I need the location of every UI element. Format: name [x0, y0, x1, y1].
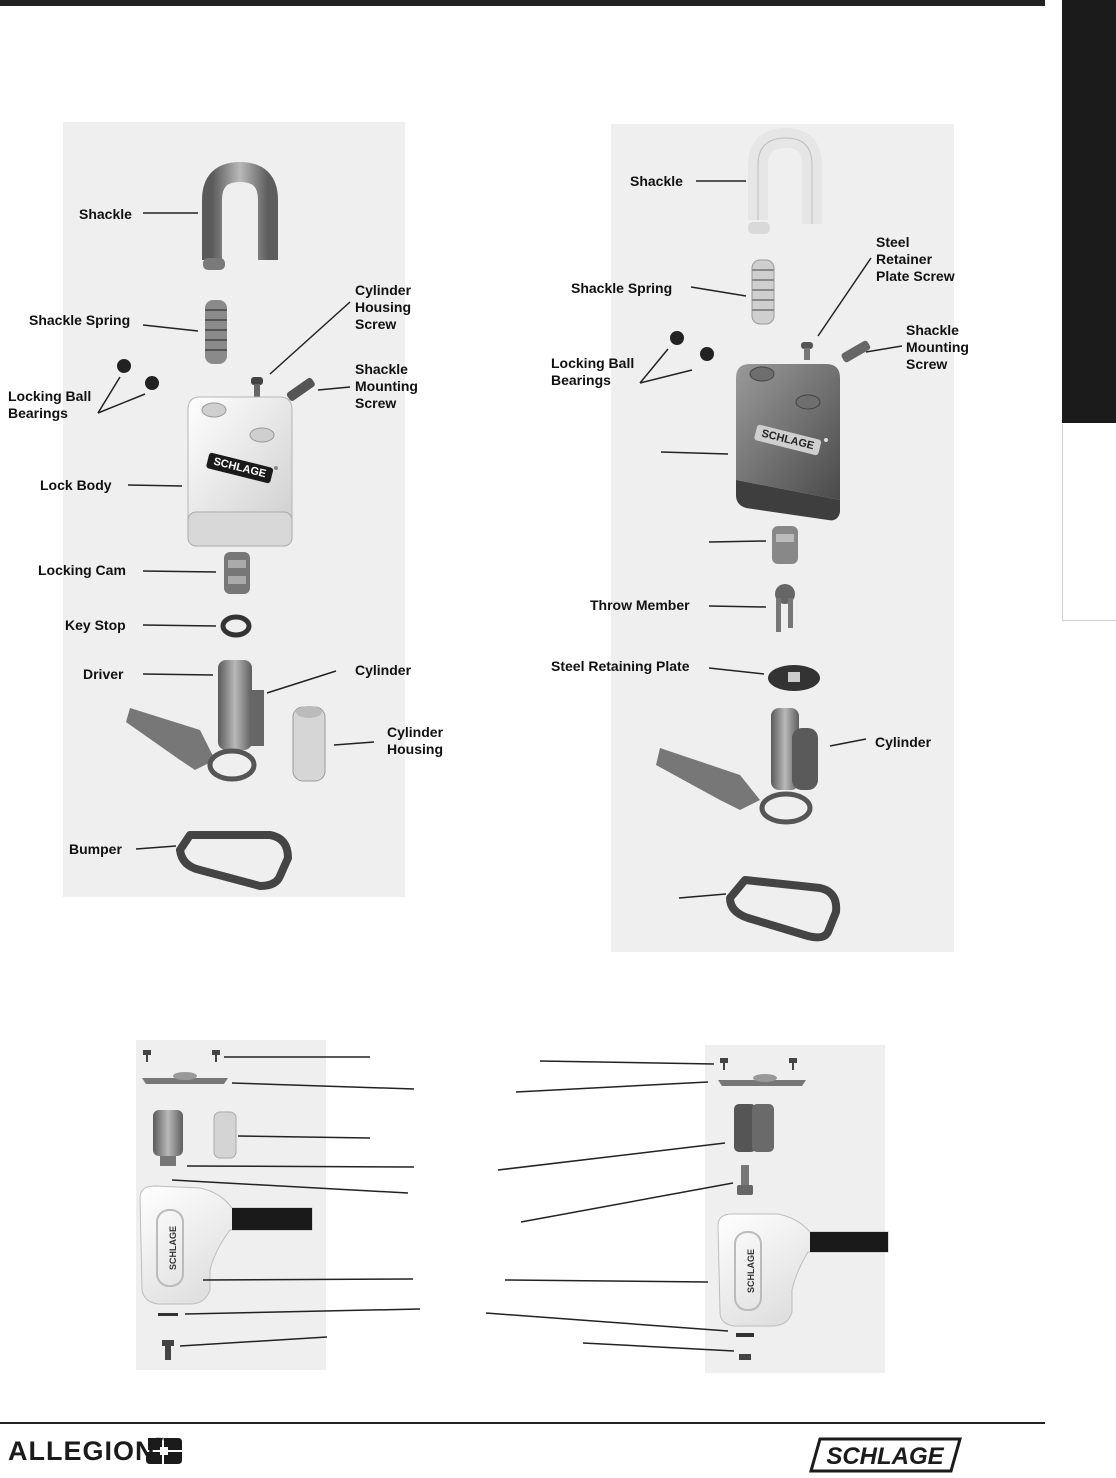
schlage-logo-bottom-right: SCHLAGE — [746, 1249, 756, 1293]
cylinder-housing-part — [292, 706, 326, 782]
ball-bearing — [700, 347, 714, 361]
bottom-left-parts: SCHLAGE — [139, 1050, 313, 1360]
label-cylinder-housing: Cylinder Housing — [387, 724, 444, 757]
label-lock-body: Lock Body — [40, 477, 112, 493]
label-locking-cam: Locking Cam — [38, 562, 126, 578]
label-cylinder: Cylinder — [355, 662, 412, 678]
allegion-logo-icon — [146, 1438, 182, 1464]
throw-member-part — [775, 584, 795, 632]
ball-bearing — [117, 359, 131, 373]
locking-cam-part — [224, 552, 250, 594]
label-cylinder-right: Cylinder — [875, 734, 932, 750]
section-tab-active — [1062, 0, 1116, 423]
mounting-screw-part — [286, 377, 315, 401]
shackle-part — [748, 127, 822, 234]
label-shackle-spring: Shackle Spring — [29, 312, 131, 328]
label-driver: Driver — [83, 666, 124, 682]
bumper-part — [176, 831, 292, 890]
cylinder-key-part — [656, 708, 818, 825]
label-shackle-mounting-screw: Shackle Mounting Screw — [355, 361, 418, 411]
bottom-right-leader-lines — [485, 1060, 735, 1352]
section-tab-inactive — [1062, 424, 1116, 621]
shackle-spring-part — [205, 300, 227, 364]
bottom-right-parts: SCHLAGE — [717, 1058, 889, 1360]
label-steel-retainer-plate-screw: Steel Retainer Plate Screw — [876, 234, 955, 284]
ball-bearing — [670, 331, 684, 345]
allegion-wordmark: ALLEGION™ — [8, 1436, 166, 1466]
shackle-spring-part — [751, 259, 775, 325]
driver-cylinder-key-part — [126, 660, 264, 782]
label-cylinder-housing-screw: Cylinder Housing Screw — [355, 282, 412, 332]
label-locking-ball-bearings: Locking Ball Bearings — [8, 388, 92, 421]
footer-rule — [0, 1422, 1045, 1424]
label-shackle-right: Shackle — [630, 173, 683, 189]
retainer-screw-part — [801, 342, 813, 360]
label-shackle: Shackle — [79, 206, 132, 222]
label-bumper: Bumper — [69, 841, 122, 857]
right-leader-lines — [639, 180, 903, 899]
label-shackle-spring-right: Shackle Spring — [571, 280, 673, 296]
schlage-logo-text: SCHLAGE — [826, 1443, 944, 1470]
bottom-left-leader-lines — [171, 1056, 421, 1347]
left-leader-lines — [97, 212, 375, 850]
housing-screw-part — [251, 377, 263, 398]
schlage-logo: SCHLAGE — [808, 1437, 963, 1473]
schlage-logo-bottom-left: SCHLAGE — [168, 1226, 178, 1270]
locking-cam-part — [772, 526, 798, 564]
label-locking-ball-bearings-right: Locking Ball Bearings — [551, 355, 635, 388]
retaining-plate-part — [768, 665, 820, 691]
key-stop-part — [220, 614, 252, 638]
ball-bearing — [145, 376, 159, 390]
top-rule — [0, 0, 1045, 6]
bumper-part — [726, 876, 841, 942]
mounting-screw-part — [841, 340, 871, 363]
label-shackle-mounting-screw-right: Shackle Mounting Screw — [906, 322, 969, 372]
label-throw-member: Throw Member — [590, 597, 690, 613]
shackle-part — [202, 161, 278, 270]
label-steel-retaining-plate: Steel Retaining Plate — [551, 658, 690, 674]
label-key-stop: Key Stop — [65, 617, 126, 633]
